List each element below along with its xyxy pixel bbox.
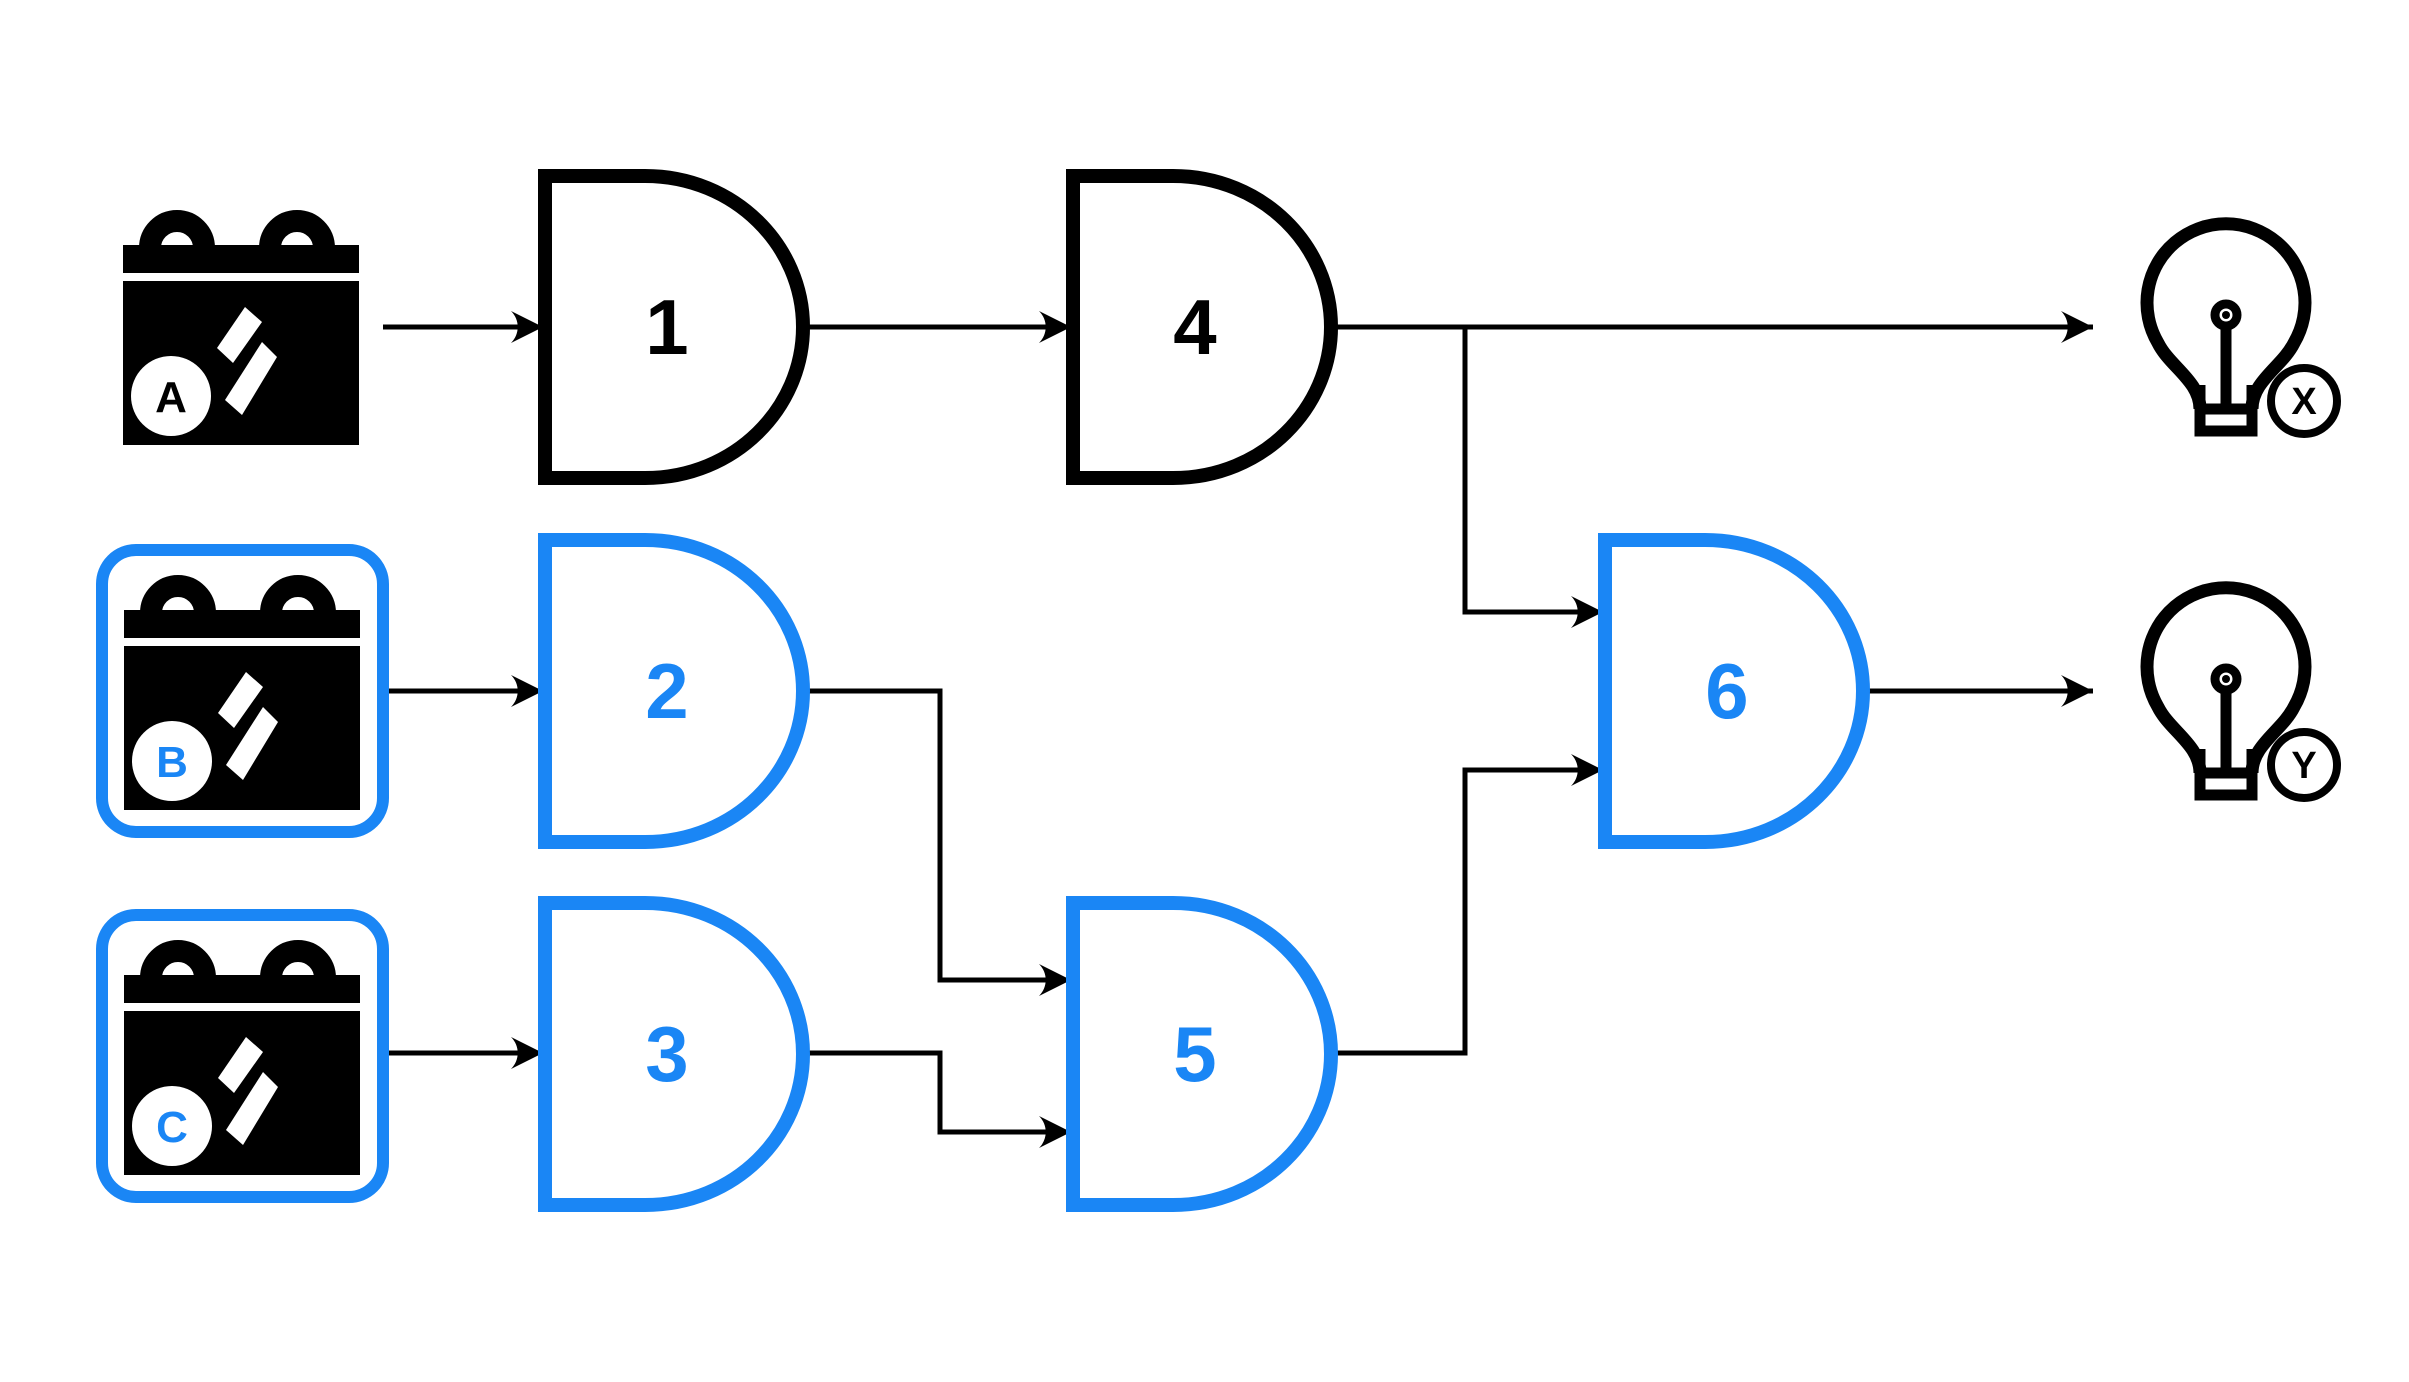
and-gate-shape [538, 533, 811, 849]
battery-c-label: C [156, 1103, 188, 1152]
bulb-y-label: Y [2291, 745, 2316, 787]
and-gate-shape [1066, 169, 1339, 485]
bulb-y: Y [2147, 588, 2337, 798]
battery-b-label: B [156, 738, 188, 787]
and-gate-shape [1598, 533, 1871, 849]
gate-1: 1 [538, 169, 811, 485]
battery-a: A [117, 221, 365, 445]
battery-a-label: A [155, 373, 187, 422]
gate-5: 5 [1066, 896, 1339, 1212]
battery-b: B [96, 544, 389, 838]
battery-c: C [96, 909, 389, 1203]
gate-3-label: 3 [645, 1010, 688, 1098]
bulb-x: X [2147, 224, 2337, 434]
and-gate-shape [1066, 896, 1339, 1212]
gate-6: 6 [1598, 533, 1871, 849]
gate-2: 2 [538, 533, 811, 849]
and-gate-shape [538, 169, 811, 485]
gate-3: 3 [538, 896, 811, 1212]
gate-2-label: 2 [645, 647, 688, 735]
wire-gate-4-to-gate-6 [1462, 327, 1603, 628]
bulb-x-label: X [2291, 381, 2317, 423]
and-gate-shape [538, 896, 811, 1212]
gate-5-label: 5 [1173, 1010, 1216, 1098]
wire-gate-2-to-gate-5 [803, 688, 1071, 996]
gate-6-label: 6 [1705, 647, 1748, 735]
gate-4-label: 4 [1173, 283, 1216, 371]
wires [383, 311, 2093, 1148]
gate-1-label: 1 [645, 283, 688, 371]
gate-4: 4 [1066, 169, 1339, 485]
wire-gate-3-to-gate-5 [803, 1050, 1071, 1148]
wire-gate-5-to-gate-6 [1331, 754, 1603, 1056]
